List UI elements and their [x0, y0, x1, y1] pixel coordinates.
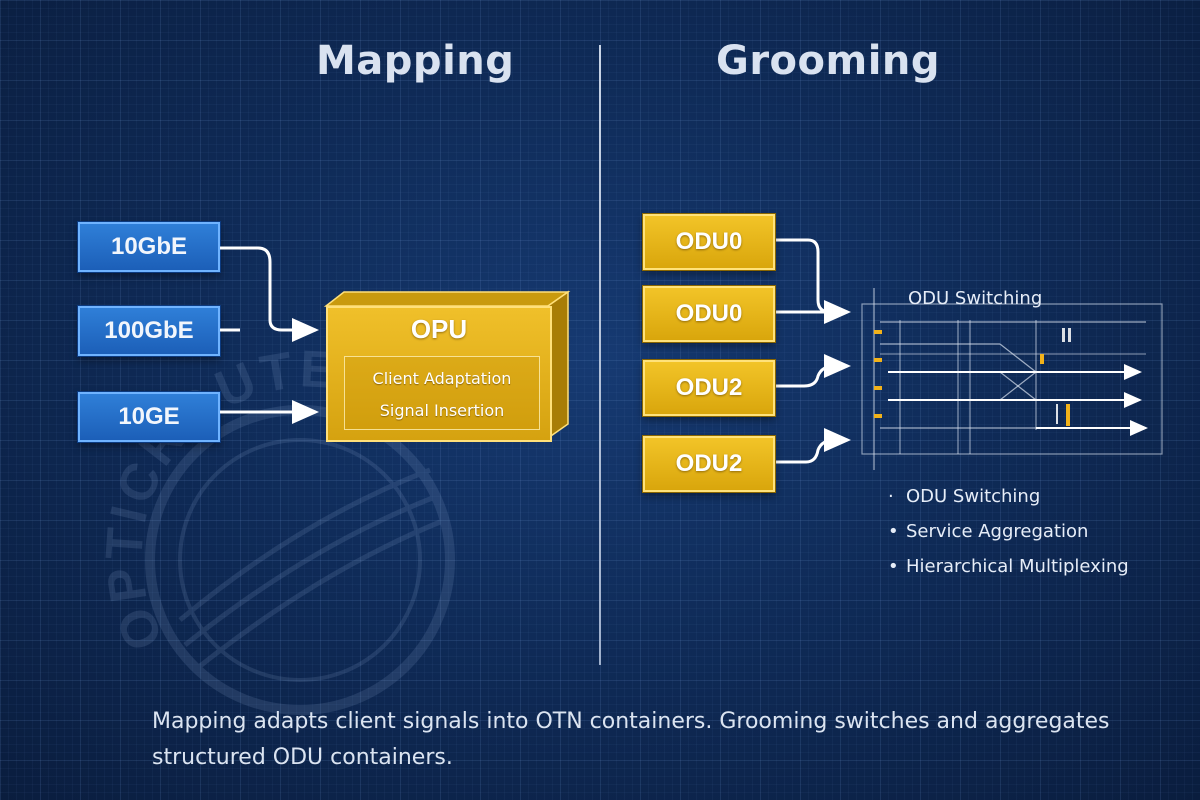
opu-row-client-adaptation: Client Adaptation: [372, 369, 512, 388]
opu-container: OPU Client Adaptation Signal Insertion: [326, 306, 552, 442]
opu-payload-area: Client Adaptation Signal Insertion: [344, 356, 540, 430]
list-item: ·ODU Switching: [888, 486, 1041, 507]
caption-text: Mapping adapts client signals into OTN c…: [152, 709, 1110, 770]
fabric-port-markers: [874, 330, 1070, 426]
grooming-features-list: ·ODU Switching •Service Aggregation •Hie…: [888, 486, 1129, 591]
arrow-odu0-a: [776, 238, 851, 324]
opu-row-signal-insertion: Signal Insertion: [379, 401, 505, 420]
odu2-container-1: ODU2: [643, 360, 775, 416]
opu-box-top: [323, 291, 571, 307]
bullet-text: Hierarchical Multiplexing: [906, 556, 1129, 577]
switching-fabric: [861, 288, 1163, 470]
switching-diagram-title: ODU Switching: [908, 288, 1043, 309]
list-item: •Hierarchical Multiplexing: [888, 556, 1129, 577]
bullet-text: ODU Switching: [906, 486, 1041, 507]
opu-title: OPU: [410, 314, 468, 344]
grooming-heading: Grooming: [716, 38, 941, 84]
fabric-stripes: [1056, 328, 1071, 424]
mapping-heading: Mapping: [316, 38, 515, 84]
arrow-odu2-b: [776, 428, 851, 464]
client-signal-100gbe: 100GbE: [78, 306, 220, 356]
bullet-text: Service Aggregation: [906, 521, 1089, 542]
odu0-container-1: ODU0: [643, 214, 775, 270]
odu2-container-2: ODU2: [643, 436, 775, 492]
section-divider: [599, 45, 601, 665]
arrow-odu2-a: [776, 354, 851, 388]
odu0-container-2: ODU0: [643, 286, 775, 342]
list-item: •Service Aggregation: [888, 521, 1089, 542]
client-signal-10gbe: 10GbE: [78, 222, 220, 272]
client-signal-10ge: 10GE: [78, 392, 220, 442]
arrow-10gbe-to-opu: [220, 246, 319, 342]
